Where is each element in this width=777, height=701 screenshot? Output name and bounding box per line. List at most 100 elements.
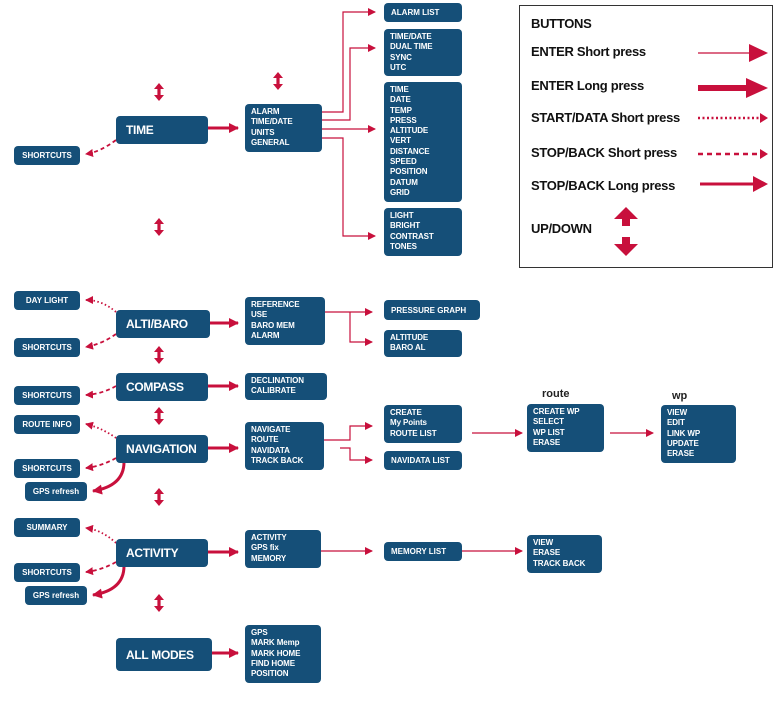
activity-gps-refresh-box[interactable]: GPS refresh — [25, 586, 87, 605]
legend-stop-long-label: STOP/BACK Long press — [531, 178, 676, 193]
menu-item: SYNC — [390, 52, 412, 62]
updown-icon — [154, 594, 164, 612]
menu-item: EDIT — [667, 418, 685, 428]
menu-item: UPDATE — [667, 438, 699, 448]
route-header: route — [542, 388, 570, 400]
time-shortcuts-box[interactable]: SHORTCUTS — [14, 146, 80, 165]
compass-shortcuts-label: SHORTCUTS — [22, 391, 72, 400]
alarm-list-box[interactable]: ALARM LIST — [384, 3, 462, 22]
menu-item: BARO AL — [390, 343, 426, 353]
wp-header: wp — [672, 390, 688, 402]
time-menu-connector — [322, 8, 376, 113]
updown-icon — [154, 218, 164, 236]
pressure-graph-box[interactable]: PRESSURE GRAPH — [384, 300, 480, 320]
legend-title: BUTTONS — [531, 16, 592, 31]
menu-item: CONTRAST — [390, 231, 434, 241]
navidata-list-box[interactable]: NAVIDATA LIST — [384, 451, 462, 470]
legend-enter-long-label: ENTER Long press — [531, 78, 644, 93]
navigation-gps-long-arrow — [92, 461, 126, 495]
menu-item: DISTANCE — [390, 146, 430, 156]
menu-item: VERT — [390, 136, 411, 146]
menu-item: TIME/DATE — [390, 32, 432, 41]
compass-shortcuts-box[interactable]: SHORTCUTS — [14, 386, 80, 405]
menu-item: CALIBRATE — [251, 386, 296, 396]
menu-item: MARK Memp — [251, 638, 300, 648]
legend-updown-icon — [614, 207, 638, 256]
altibaro-shortcuts-box[interactable]: SHORTCUTS — [14, 338, 80, 357]
updown-icon — [154, 83, 164, 101]
menu-item: NAVIGATE — [251, 425, 291, 434]
legend-samples — [614, 44, 768, 256]
time-to-timedate-arrow — [322, 44, 376, 121]
time-to-general-arrow — [322, 137, 376, 240]
menu-item: VIEW — [533, 538, 554, 547]
alarm-list-label: ALARM LIST — [391, 8, 440, 17]
menu-item: UNITS — [251, 127, 275, 137]
menu-item: SELECT — [533, 417, 564, 427]
activity-mode-box[interactable]: ACTIVITY — [116, 539, 208, 567]
summary-box[interactable]: SUMMARY — [14, 518, 80, 537]
allmodes-mode-box[interactable]: ALL MODES — [116, 638, 212, 671]
menu-item: BRIGHT — [390, 221, 421, 231]
activity-shortcuts-box[interactable]: SHORTCUTS — [14, 563, 80, 582]
menu-item: ALTITUDE — [390, 126, 429, 136]
menu-item: ALARM — [251, 107, 280, 116]
navigation-to-route-arrow — [324, 422, 373, 441]
menu-item: GENERAL — [251, 137, 290, 147]
navigation-gps-refresh-label: GPS refresh — [32, 487, 80, 496]
memory-list-box[interactable]: MEMORY LIST — [384, 542, 462, 561]
menu-item: ACTIVITY — [251, 533, 287, 542]
time-shortcuts-dashed-arrow — [85, 139, 117, 157]
menu-item: CREATE WP — [533, 407, 580, 416]
navigation-mode-box[interactable]: NAVIGATION — [116, 435, 208, 463]
menu-item: GPS — [251, 628, 268, 637]
legend-start-short-label: START/DATA Short press — [531, 110, 680, 125]
navigation-mode-label: NAVIGATION — [126, 442, 197, 456]
menu-item: MARK HOME — [251, 648, 301, 658]
menu-item: GRID — [390, 187, 410, 197]
menu-item: ERASE — [667, 449, 695, 459]
menu-item: ALARM — [251, 330, 280, 340]
time-mode-box[interactable]: TIME — [116, 116, 208, 144]
daylight-box[interactable]: DAY LIGHT — [14, 291, 80, 310]
activity-gps-long-arrow — [92, 565, 126, 599]
menu-item: VIEW — [667, 408, 688, 417]
navidata-list-label: NAVIDATA LIST — [391, 456, 450, 465]
altibaro-to-altitude-arrow — [349, 312, 373, 346]
activity-summary-dotted-arrow — [85, 524, 117, 544]
navigation-shortcuts-box[interactable]: SHORTCUTS — [14, 459, 80, 478]
menu-item: ROUTE — [251, 435, 279, 445]
route-info-box[interactable]: ROUTE INFO — [14, 415, 80, 434]
menu-item: LIGHT — [390, 211, 414, 220]
activity-shortcuts-dashed-arrow — [85, 561, 117, 576]
menu-item: POSITION — [251, 669, 289, 679]
legend-stop-short-label: STOP/BACK Short press — [531, 145, 677, 160]
altibaro-mode-box[interactable]: ALTI/BARO — [116, 310, 210, 338]
navigation-gps-refresh-box[interactable]: GPS refresh — [25, 482, 87, 501]
menu-item: BARO MEM — [251, 320, 295, 330]
updown-icon — [154, 346, 164, 364]
compass-mode-box[interactable]: COMPASS — [116, 373, 208, 401]
legend-enter-short-label: ENTER Short press — [531, 44, 646, 59]
route-info-label: ROUTE INFO — [22, 420, 72, 429]
navigation-routeinfo-dotted-arrow — [85, 421, 117, 439]
pressure-graph-label: PRESSURE GRAPH — [391, 305, 467, 315]
menu-item: DATUM — [390, 177, 418, 187]
menu-item: FIND HOME — [251, 658, 295, 668]
